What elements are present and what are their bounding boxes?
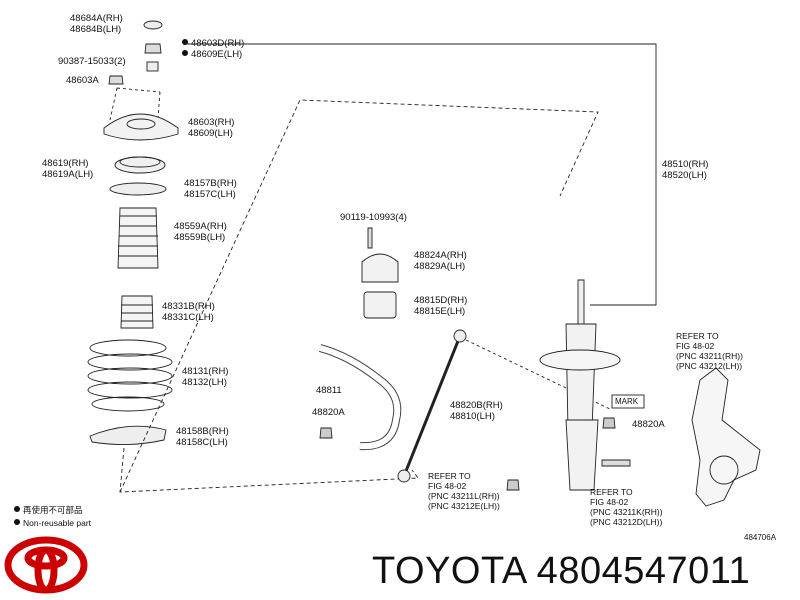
non-reusable-icon [182,50,188,56]
ref-knuckle: REFER TO FIG 48-02 (PNC 43211(RH)) (PNC … [676,331,743,371]
bellows-shape [117,207,159,269]
knuckle-shape [691,367,761,507]
dust-cap-shape [143,20,163,30]
support-shape [103,113,179,141]
label-48820b: 48820B(RH) 48810(LH) [450,400,503,422]
stud-dashed-box [109,87,161,121]
label-48603d-rh: 48603D(RH) [182,38,244,49]
figure-id: 484706A [744,533,777,542]
bumper-shape [120,295,154,329]
spring-seat-shape [539,349,621,371]
mark-label: MARK [615,397,639,406]
legend-english: Non-reusable part [14,518,91,528]
legend-japanese: 再使用不可部品 [14,505,83,515]
non-reusable-icon [14,506,20,512]
shock-body-shape [565,323,597,431]
label-48559: 48559A(RH) 48559B(LH) [174,221,227,243]
label-48684-rh: 48684A(RH) [70,13,123,24]
label-48824: 48824A(RH) 48829A(LH) [414,250,467,272]
non-reusable-icon [182,39,188,45]
label-48331: 48331B(RH) 48331C(LH) [162,301,215,323]
link-nut-shape [506,479,520,491]
label-48820a-right: 48820A [632,419,665,430]
collar-shape [146,61,159,72]
label-48820a-left: 48820A [312,407,345,418]
label-48603: 48603(RH) 48609(LH) [188,117,235,139]
lower-insulator-shape [89,425,167,446]
upper-nut-shape [144,43,162,54]
part-number-title: TOYOTA 4804547011 [372,550,751,592]
strut-nut-shape [602,417,616,429]
stabilizer-link-shape [402,335,462,477]
label-90387: 90387-15033(2) [58,56,126,67]
ref-bolt: REFER TO FIG 48-02 (PNC 43211K(RH)) (PNC… [590,487,663,527]
insulator-shape [109,182,167,196]
knuckle-bolt-shape [601,459,631,467]
label-48603a: 48603A [66,75,99,86]
bushing-shape [363,291,397,319]
label-90119: 90119-10993(4) [340,212,407,223]
label-48510: 48510(RH) 48520(LH) [662,159,709,181]
bolt-shape [367,227,373,249]
label-48131: 48131(RH) 48132(LH) [182,366,229,388]
label-48684-lh: 48684B(LH) [70,24,122,35]
non-reusable-icon [14,519,20,525]
lower-nut-shape [108,75,124,85]
label-48811: 48811 [316,385,342,396]
label-48157: 48157B(RH) 48157C(LH) [184,178,237,200]
label-48603d-lh: 48609E(LH) [182,49,244,60]
bracket-shape [361,253,399,283]
label-48158: 48158B(RH) 48158C(LH) [176,426,229,448]
strut-leader-line [183,43,657,306]
label-48603d: 48603D(RH) 48609E(LH) [182,38,244,60]
shock-rod-shape [577,279,585,325]
label-48619: 48619(RH) 48619A(LH) [42,158,94,180]
toyota-logo [4,536,88,594]
label-48815: 48815D(RH) 48815E(LH) [414,295,468,317]
coil-spring-shape [87,339,173,412]
ref-link: REFER TO FIG 48-02 (PNC 43211L(RH)) (PNC… [428,471,500,511]
assembly-dashed-line [119,99,599,493]
stabilizer-nut-shape [319,427,333,439]
label-48684: 48684A(RH) 48684B(LH) [70,13,123,35]
mark-box-shape [611,394,645,409]
strut-bracket-shape [565,419,599,491]
